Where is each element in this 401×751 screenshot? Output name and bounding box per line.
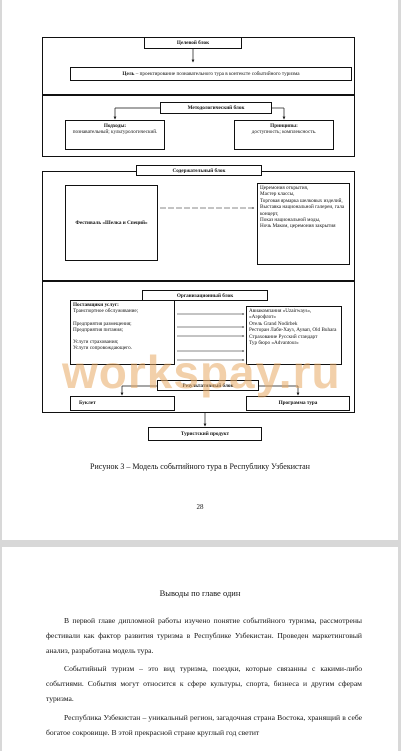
paragraph: В первой главе дипломной работы изучено … (46, 613, 362, 659)
event-item: Церемония открытия, (260, 185, 309, 191)
supplier-item: Услуги сопровождающего. (73, 345, 133, 352)
event-item: Показ национальной моды, (260, 217, 321, 224)
event-item: Мастер классы, (260, 191, 295, 198)
paragraph-text: В первой главе дипломной работы изучено … (46, 616, 362, 656)
supplier-item: Предприятия размещения; (73, 320, 132, 327)
tourist-product-label: Туристский продукт (180, 431, 230, 437)
event-item: Выставка национальной галереи, гала конц… (260, 204, 345, 217)
approaches-title: Подходы: (103, 123, 127, 129)
booklet-box: Буклет (70, 396, 175, 411)
tourist-product-box: Туристский продукт (148, 427, 262, 441)
provider-item: Тур бюро «Advantour» (249, 340, 299, 347)
org-block-title: Организационный блок (142, 290, 268, 301)
chapter-conclusions-title: Выводы по главе один (159, 588, 241, 598)
document-page-1: Целевой блок Цель – проектирование позна… (2, 0, 398, 540)
provider-item: Ресторан Лаби-Хауз, Аувап, Old Buhara (249, 327, 337, 334)
provider-item: Авиакомпания «Uzairways», «Аэрофлот» (249, 308, 312, 321)
figure-caption: Рисунок 3 – Модель событийного тура в Ре… (90, 462, 310, 471)
provider-item: Отель Grand Nodirbek (249, 320, 298, 327)
watermark: workspay.ru (62, 346, 341, 398)
principles-title: Принципы: (270, 123, 298, 129)
events-box: Церемония открытия, Мастер классы, Торго… (257, 183, 350, 265)
event-item: Торговая ярмарка шелковых изделий, (260, 197, 343, 204)
principles-box: Принципы: доступность; комплексность. (234, 120, 334, 150)
page-number: 28 (196, 503, 204, 511)
provider-item: Страхование Русский стандарт (249, 333, 318, 340)
program-box: Программа тура (246, 396, 350, 411)
principles-text: доступность; комплексность. (251, 129, 317, 136)
paragraph-text: Событийный туризм – это вид туризма, пое… (46, 664, 362, 704)
suppliers-box: Поставщики услуг: Транспортное обслужива… (70, 300, 175, 365)
goal-text: – проектирование познавательного тура в … (134, 71, 300, 77)
method-block-title: Методологический блок (160, 102, 272, 114)
approaches-box: Подходы: познавательный; культурологичес… (65, 120, 165, 150)
paragraph: Событийный туризм – это вид туризма, пое… (46, 661, 362, 707)
result-block-title: Результативный блок (157, 380, 259, 391)
festival-box: Фестиваль «Шелка и Специй» (65, 185, 158, 261)
document-page-2: Выводы по главе один В первой главе дипл… (2, 547, 398, 751)
providers-box: Авиакомпания «Uzairways», «Аэрофлот» Оте… (246, 306, 342, 365)
goal-label: Цель (122, 71, 135, 77)
content-block-title: Содержательный блок (136, 165, 262, 176)
paragraph-text: Республика Узбекистан – уникальный регио… (46, 713, 362, 738)
supplier-item: Предприятия питания; (73, 327, 124, 334)
festival-name: Фестиваль «Шелка и Специй» (75, 219, 148, 226)
goal-box: Цель – проектирование познавательного ту… (70, 67, 352, 81)
diagram-connectors (113, 49, 300, 427)
program-label: Программа тура (278, 400, 318, 406)
suppliers-title: Поставщики услуг: (73, 302, 119, 308)
supplier-item: Услуги страхования; (73, 338, 119, 345)
target-block-title: Целевой блок (144, 37, 242, 49)
approaches-text: познавательный; культурологический. (72, 129, 158, 136)
event-item: Ночь Маком, церемония закрытия (260, 223, 336, 230)
supplier-item: Транспортное обслуживание; (73, 308, 139, 315)
paragraph: Республика Узбекистан – уникальный регио… (46, 710, 362, 740)
booklet-label: Буклет (79, 400, 96, 406)
